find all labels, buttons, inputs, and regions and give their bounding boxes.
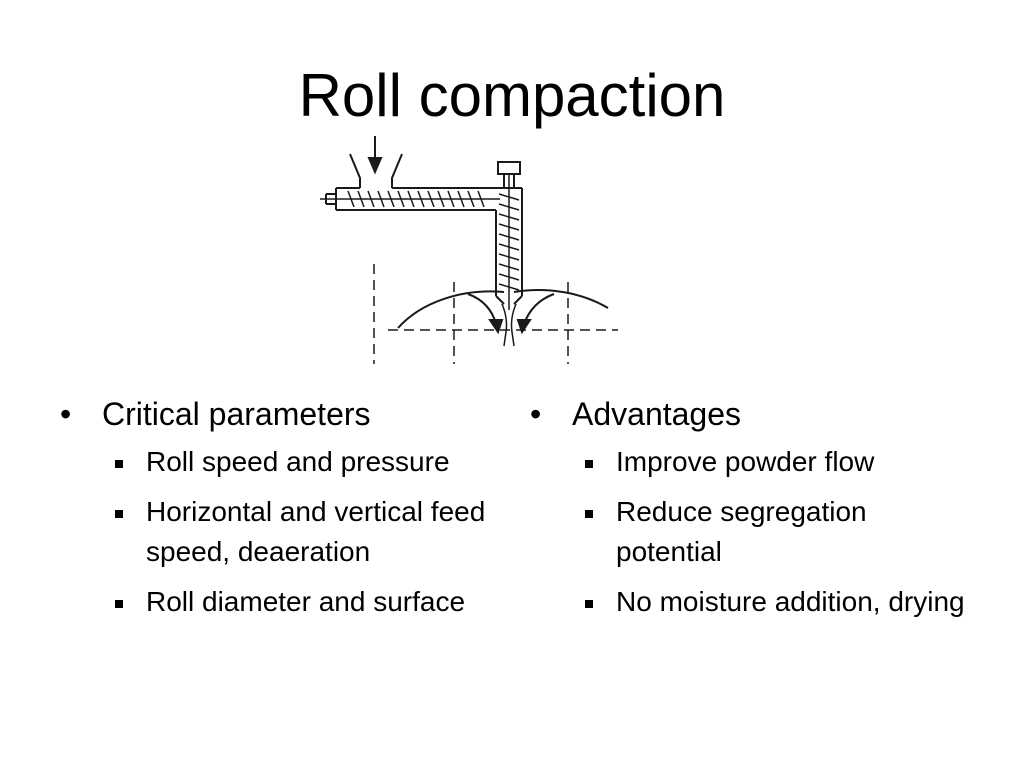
- square-bullet-icon: [115, 460, 123, 468]
- list-item-text: Roll diameter and surface: [146, 586, 466, 617]
- list-item: Roll speed and pressure: [60, 442, 500, 482]
- list-item-text: Roll speed and pressure: [146, 446, 450, 477]
- list-item: Roll diameter and surface: [60, 582, 500, 622]
- critical-parameters-heading: • Critical parameters: [60, 392, 500, 436]
- list-item-text: Improve powder flow: [616, 446, 875, 477]
- critical-parameters-column: • Critical parameters Roll speed and pre…: [60, 392, 500, 632]
- list-item: Horizontal and vertical feed speed, deae…: [60, 492, 500, 572]
- square-bullet-icon: [585, 510, 593, 518]
- list-item: No moisture addition, drying: [530, 582, 970, 622]
- square-bullet-icon: [585, 460, 593, 468]
- list-item-text: No moisture addition, drying: [616, 586, 965, 617]
- bullet: •: [530, 396, 542, 432]
- list-item-text: Horizontal and vertical feed speed, deae…: [146, 496, 486, 567]
- list-item: Reduce segregation potential: [530, 492, 970, 572]
- heading-text: Advantages: [572, 396, 742, 432]
- heading-text: Critical parameters: [102, 396, 371, 432]
- slide-title: Roll compaction: [298, 62, 726, 129]
- advantages-column: • Advantages Improve powder flow Reduce …: [530, 392, 970, 632]
- list-item: Improve powder flow: [530, 442, 970, 482]
- square-bullet-icon: [585, 600, 593, 608]
- square-bullet-icon: [115, 510, 123, 518]
- square-bullet-icon: [115, 600, 123, 608]
- advantages-heading: • Advantages: [530, 392, 970, 436]
- roll-compactor-diagram: [320, 136, 618, 364]
- bullet: •: [60, 396, 72, 432]
- list-item-text: Reduce segregation potential: [616, 496, 867, 567]
